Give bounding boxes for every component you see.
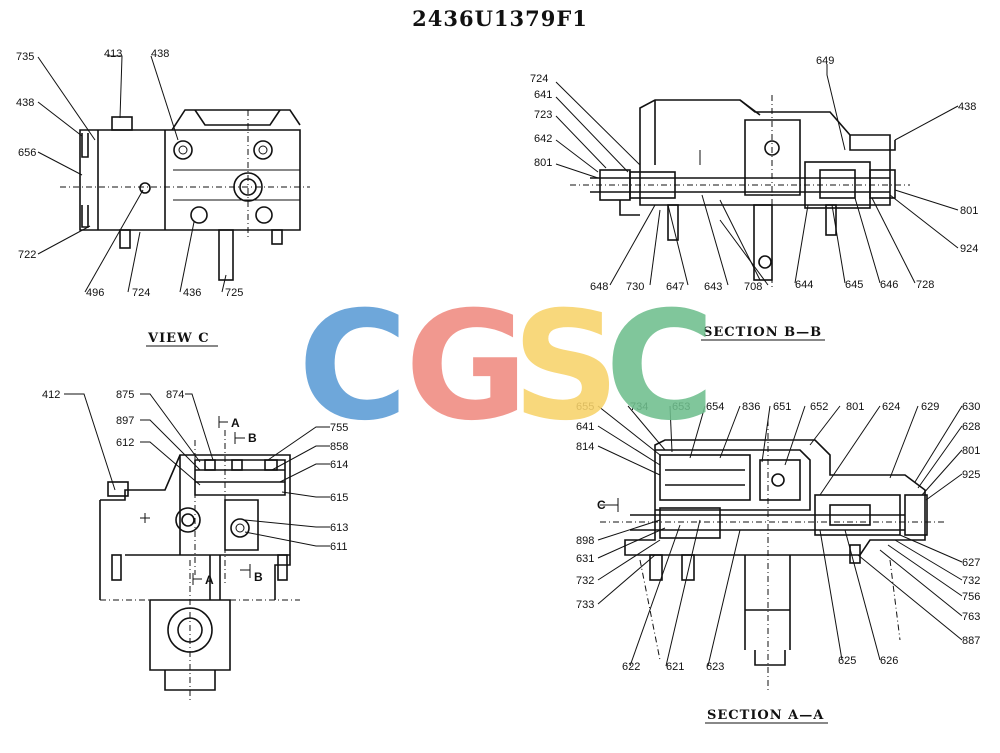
part-number-label: 646 xyxy=(880,279,898,291)
part-number-label: 612 xyxy=(116,437,134,449)
drawing-number: 2436U1379F1 xyxy=(412,6,588,31)
part-number-label: 924 xyxy=(960,243,978,255)
part-number-label: 801 xyxy=(962,445,980,457)
part-number-label: 654 xyxy=(706,401,724,413)
part-number-label: 643 xyxy=(704,281,722,293)
watermark-letter: G xyxy=(405,280,528,454)
section-mark-b: B xyxy=(254,570,263,584)
part-number-label: 801 xyxy=(534,157,552,169)
part-number-label: 614 xyxy=(330,459,348,471)
part-number-label: 642 xyxy=(534,133,552,145)
part-number-label: 887 xyxy=(962,635,980,647)
section-a-labels: 655 734 653 654 836 651 652 801 624 629 … xyxy=(576,401,980,724)
section-b-labels: 724 641 723 642 801 648 730 647 643 708 … xyxy=(530,55,978,341)
part-number-label: 627 xyxy=(962,557,980,569)
part-number-label: 649 xyxy=(816,55,834,67)
part-number-label: 641 xyxy=(534,89,552,101)
part-number-label: 723 xyxy=(534,109,552,121)
part-number-label: 412 xyxy=(42,389,60,401)
part-number-label: 801 xyxy=(960,205,978,217)
part-number-label: 622 xyxy=(622,661,640,673)
part-number-label: 725 xyxy=(225,287,243,299)
side-view-leaders xyxy=(64,393,330,547)
side-view-labels: 412 875 874 897 612 755 858 614 615 613 … xyxy=(42,389,348,587)
section-a-caption: SECTION A—A xyxy=(707,708,824,723)
part-number-label: 631 xyxy=(576,553,594,565)
part-number-label: 623 xyxy=(706,661,724,673)
section-b-drawing xyxy=(570,95,910,290)
part-number-label: 496 xyxy=(86,287,104,299)
view-c-leaders xyxy=(37,55,227,293)
watermark-letter: C xyxy=(605,280,715,454)
part-number-label: 648 xyxy=(590,281,608,293)
view-c-drawing xyxy=(60,109,310,281)
part-number-label: 755 xyxy=(330,422,348,434)
part-number-label: 756 xyxy=(962,591,980,603)
part-number-label: 656 xyxy=(18,147,36,159)
section-mark-a: A xyxy=(231,416,240,430)
part-number-label: 626 xyxy=(880,655,898,667)
part-number-label: 645 xyxy=(845,279,863,291)
part-number-label: 630 xyxy=(962,401,980,413)
part-number-label: 724 xyxy=(132,287,150,299)
part-number-label: 615 xyxy=(330,492,348,504)
watermark-letter: C xyxy=(298,280,408,454)
section-mark-b: B xyxy=(248,431,257,445)
part-number-label: 644 xyxy=(795,279,813,291)
part-number-label: 724 xyxy=(530,73,548,85)
side-view-drawing xyxy=(99,430,300,700)
part-number-label: 732 xyxy=(576,575,594,587)
section-a-leaders xyxy=(597,405,963,667)
part-number-label: 836 xyxy=(742,401,760,413)
part-number-label: 728 xyxy=(916,279,934,291)
part-number-label: 925 xyxy=(962,469,980,481)
part-number-label: 653 xyxy=(672,401,690,413)
part-number-label: 438 xyxy=(958,101,976,113)
part-number-label: 413 xyxy=(104,48,122,60)
part-number-label: 647 xyxy=(666,281,684,293)
watermark-letter: S xyxy=(512,280,620,454)
view-c-labels: 735 413 438 438 656 722 496 724 436 725 … xyxy=(16,48,243,347)
part-number-label: 655 xyxy=(576,401,594,413)
view-c-marker: C xyxy=(597,498,606,512)
part-number-label: 621 xyxy=(666,661,684,673)
part-number-label: 641 xyxy=(576,421,594,433)
part-number-label: 722 xyxy=(18,249,36,261)
part-number-label: 708 xyxy=(744,281,762,293)
part-number-label: 613 xyxy=(330,522,348,534)
part-number-label: 897 xyxy=(116,415,134,427)
part-number-label: 763 xyxy=(962,611,980,623)
part-number-label: 652 xyxy=(810,401,828,413)
part-number-label: 651 xyxy=(773,401,791,413)
section-b-caption: SECTION B—B xyxy=(703,325,822,340)
part-number-label: 628 xyxy=(962,421,980,433)
part-number-label: 611 xyxy=(330,541,348,553)
part-number-label: 734 xyxy=(630,401,648,413)
part-number-label: 436 xyxy=(183,287,201,299)
part-number-label: 629 xyxy=(921,401,939,413)
cgsc-watermark: C G S C xyxy=(298,280,715,454)
part-number-label: 814 xyxy=(576,441,594,453)
part-number-label: 624 xyxy=(882,401,900,413)
part-number-label: 732 xyxy=(962,575,980,587)
part-number-label: 874 xyxy=(166,389,184,401)
view-c-caption: VIEW C xyxy=(147,331,210,346)
part-number-label: 438 xyxy=(151,48,169,60)
part-number-label: 733 xyxy=(576,599,594,611)
part-number-label: 625 xyxy=(838,655,856,667)
section-a-drawing xyxy=(600,420,945,690)
part-number-label: 875 xyxy=(116,389,134,401)
part-number-label: 898 xyxy=(576,535,594,547)
part-number-label: 858 xyxy=(330,441,348,453)
section-mark-a: A xyxy=(205,573,214,587)
section-b-leaders xyxy=(555,64,959,286)
part-number-label: 801 xyxy=(846,401,864,413)
part-number-label: 730 xyxy=(626,281,644,293)
part-number-label: 735 xyxy=(16,51,34,63)
part-number-label: 438 xyxy=(16,97,34,109)
